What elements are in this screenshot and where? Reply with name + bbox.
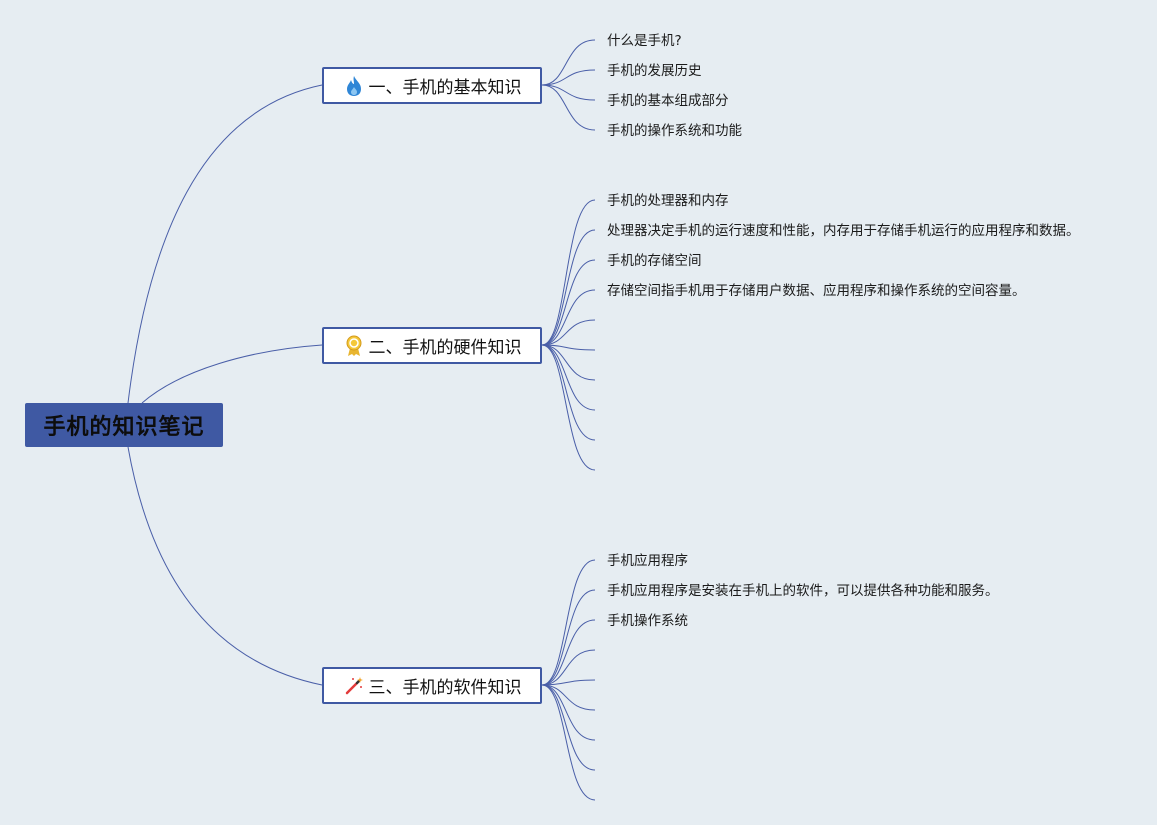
branch-to-leaf-connector (541, 344, 596, 441)
leaf-topic[interactable]: 手机的发展历史 (607, 63, 702, 79)
branch-to-leaf-connector (541, 84, 596, 131)
branch-to-leaf-connector (541, 84, 596, 101)
branch-topic-label: 一、手机的基本知识 (368, 78, 522, 98)
root-to-branch-connector (127, 84, 323, 404)
branch-to-leaf-connector (541, 344, 596, 381)
branch-to-leaf-connector (541, 559, 596, 686)
branch-to-leaf-connector (541, 259, 596, 346)
award-medal-icon (343, 335, 365, 357)
root-to-branch-connector (141, 344, 323, 404)
magic-wand-icon (343, 675, 365, 697)
leaf-topic[interactable]: 手机的操作系统和功能 (607, 123, 742, 139)
branch-to-leaf-connector (541, 684, 596, 711)
branch-to-leaf-connector (541, 619, 596, 686)
branch-topic-software[interactable]: 三、手机的软件知识 (322, 667, 542, 704)
leaf-topic[interactable]: 手机操作系统 (607, 613, 688, 629)
branch-to-leaf-connector (541, 344, 596, 471)
leaf-topic[interactable]: 存储空间指手机用于存储用户数据、应用程序和操作系统的空间容量。 (607, 283, 1026, 299)
leaf-topic[interactable]: 处理器决定手机的运行速度和性能，内存用于存储手机运行的应用程序和数据。 (607, 223, 1080, 239)
leaf-topic[interactable]: 手机的处理器和内存 (607, 193, 729, 209)
branch-to-leaf-connector (541, 319, 596, 346)
branch-to-leaf-connector (541, 289, 596, 346)
branch-to-leaf-connector (541, 589, 596, 686)
root-topic-label: 手机的知识笔记 (43, 415, 205, 440)
branch-topic-label: 三、手机的软件知识 (368, 678, 522, 698)
branch-to-leaf-connector (541, 39, 596, 86)
branch-topic-label: 二、手机的硬件知识 (368, 338, 522, 358)
leaf-topic[interactable]: 手机的基本组成部分 (607, 93, 729, 109)
leaf-topic[interactable]: 手机应用程序是安装在手机上的软件，可以提供各种功能和服务。 (607, 583, 999, 599)
branch-topic-basics[interactable]: 一、手机的基本知识 (322, 67, 542, 104)
branch-to-leaf-connector (541, 344, 596, 411)
leaf-topic[interactable]: 手机应用程序 (607, 553, 688, 569)
leaf-topic[interactable]: 手机的存储空间 (607, 253, 702, 269)
leaf-topic[interactable]: 什么是手机? (607, 33, 682, 49)
branch-to-leaf-connector (541, 229, 596, 346)
branch-to-leaf-connector (541, 684, 596, 801)
branch-to-leaf-connector (541, 649, 596, 686)
branch-topic-hardware[interactable]: 二、手机的硬件知识 (322, 327, 542, 364)
root-to-branch-connector (127, 446, 323, 686)
root-topic[interactable]: 手机的知识笔记 (25, 403, 223, 447)
branch-to-leaf-connector (541, 684, 596, 771)
branch-to-leaf-connector (541, 199, 596, 346)
branch-to-leaf-connector (541, 69, 596, 86)
fire-icon (343, 75, 365, 97)
branch-to-leaf-connector (541, 684, 596, 741)
branch-to-leaf-connector (541, 679, 596, 686)
